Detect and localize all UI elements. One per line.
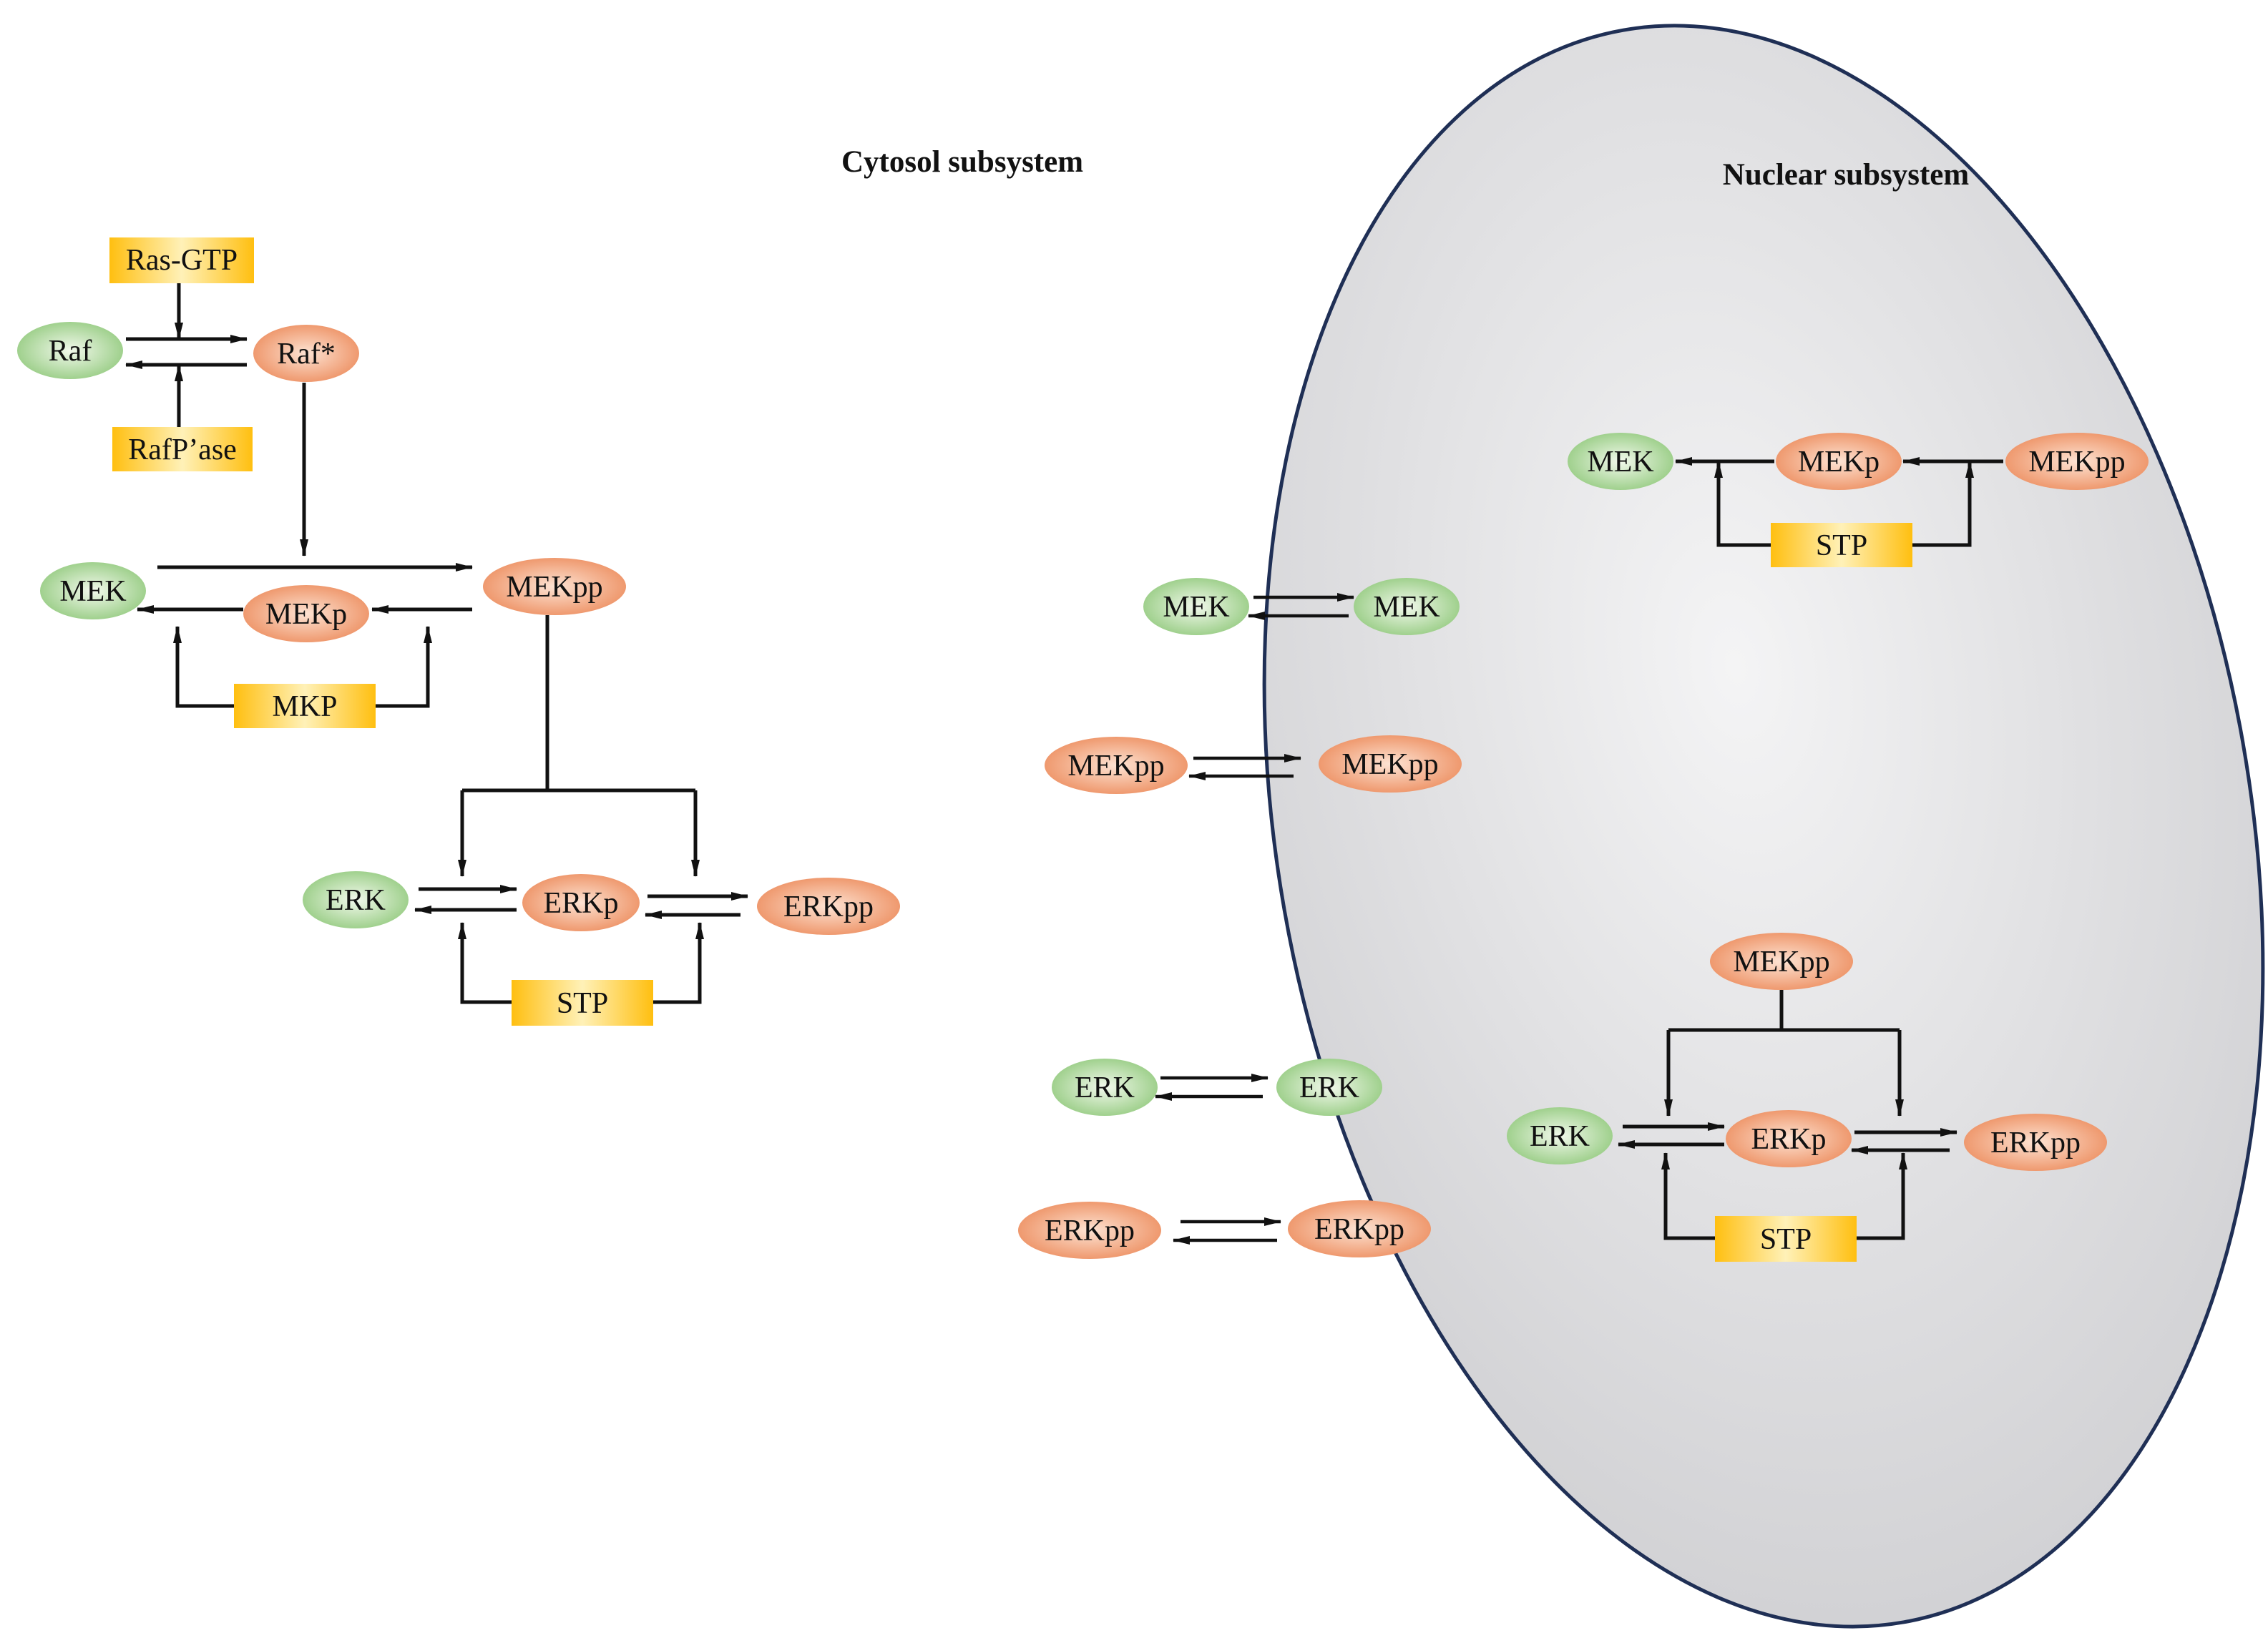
stp-catalysis-left bbox=[458, 922, 512, 1004]
stp-box bbox=[512, 980, 653, 1026]
nuclear-mekpp-kinase-label: MEKpp bbox=[1733, 946, 1829, 978]
nuclear-stp-top-label: STP bbox=[1816, 529, 1867, 562]
nuclear-mekpp-kinase-node bbox=[1710, 933, 1853, 990]
transport-erkpp-cytosol-label: ERKpp bbox=[1045, 1215, 1135, 1247]
nuclear-erkpp-node bbox=[1964, 1114, 2107, 1171]
nuclear-stp-bottom-label: STP bbox=[1760, 1223, 1812, 1256]
nuclear-mekpp-node bbox=[2005, 433, 2149, 490]
erkpp-node bbox=[757, 878, 900, 935]
ras-gtp-label: Ras-GTP bbox=[126, 244, 238, 277]
transport-mek-cytosol-node bbox=[1143, 578, 1249, 635]
mek-node bbox=[40, 562, 146, 619]
transport-erk-nucleus-node bbox=[1276, 1059, 1382, 1116]
mkp-catalysis-right bbox=[376, 626, 432, 708]
mekpp-label: MEKpp bbox=[506, 571, 602, 604]
stp-catalysis-right bbox=[653, 922, 704, 1004]
nuclear-stp-top-box bbox=[1771, 523, 1912, 567]
raf-phosphatase-box bbox=[112, 427, 253, 471]
erk-node bbox=[303, 871, 409, 928]
nuclear-mek-node bbox=[1568, 433, 1673, 490]
cytosol-title: Cytosol subsystem bbox=[841, 145, 1083, 179]
nuclear-stp-top-catalysis-right bbox=[1912, 461, 1974, 547]
transport-erk-cytosol-label: ERK bbox=[1075, 1071, 1135, 1104]
nuclear-title: Nuclear subsystem bbox=[1723, 158, 1970, 192]
raf-phosphatase-label: RafP’ase bbox=[128, 433, 237, 466]
mek-label: MEK bbox=[59, 575, 126, 608]
transport-erk-cytosol-node bbox=[1052, 1059, 1158, 1116]
transport-erkpp-cytosol-node bbox=[1018, 1202, 1161, 1259]
nuclear-erk-label: ERK bbox=[1530, 1120, 1590, 1153]
mekp-node bbox=[243, 585, 369, 642]
nuclear-mekp-label: MEKp bbox=[1798, 446, 1880, 479]
mkp-box bbox=[234, 684, 376, 728]
erk-label: ERK bbox=[326, 884, 386, 917]
erkp-label: ERKp bbox=[544, 887, 619, 920]
transport-mekpp-nucleus-node bbox=[1319, 735, 1462, 793]
transport-mekpp-cytosol-node bbox=[1045, 737, 1188, 794]
nuclear-mekp-node bbox=[1776, 433, 1902, 490]
nuclear-erkp-label: ERKp bbox=[1751, 1123, 1827, 1156]
transport-mek-nucleus-node bbox=[1354, 578, 1460, 635]
transport-mek-nucleus-label: MEK bbox=[1373, 591, 1440, 624]
raf-label: Raf bbox=[49, 335, 92, 368]
transport-erk-nucleus-label: ERK bbox=[1299, 1071, 1359, 1104]
nuclear-mekpp-label: MEKpp bbox=[2028, 446, 2125, 479]
transport-mekpp-nucleus-label: MEKpp bbox=[1341, 748, 1438, 781]
nuclear-erkp-node bbox=[1726, 1110, 1852, 1167]
nuclear-erkpp-label: ERKpp bbox=[1990, 1127, 2081, 1159]
nuclear-stp-top-catalysis-left bbox=[1714, 461, 1771, 547]
nucleus-membrane bbox=[1262, 24, 2265, 1629]
raf-node bbox=[17, 322, 123, 379]
nuclear-erk-node bbox=[1507, 1107, 1613, 1164]
nuclear-stp-bottom-catalysis-right bbox=[1857, 1152, 1907, 1240]
ras-gtp-box bbox=[109, 237, 254, 283]
transport-erkpp-nucleus-label: ERKpp bbox=[1314, 1213, 1404, 1246]
mekpp-node bbox=[483, 558, 626, 615]
nuclear-mek-label: MEK bbox=[1587, 446, 1653, 479]
transport-mekpp-cytosol-label: MEKpp bbox=[1067, 750, 1164, 783]
erkp-node bbox=[522, 874, 640, 931]
transport-mek-cytosol-label: MEK bbox=[1163, 591, 1229, 624]
transport-erkpp-nucleus-node bbox=[1288, 1200, 1431, 1257]
mkp-label: MKP bbox=[272, 690, 337, 723]
mekp-label: MEKp bbox=[265, 598, 347, 631]
raf-active-node bbox=[253, 325, 359, 382]
raf-active-label: Raf* bbox=[277, 338, 336, 371]
nuclear-stp-bottom-catalysis-left bbox=[1661, 1152, 1715, 1240]
mkp-catalysis-left bbox=[173, 626, 234, 708]
erkpp-label: ERKpp bbox=[783, 891, 874, 923]
stp-label: STP bbox=[557, 987, 608, 1020]
nuclear-stp-bottom-box bbox=[1715, 1216, 1857, 1262]
